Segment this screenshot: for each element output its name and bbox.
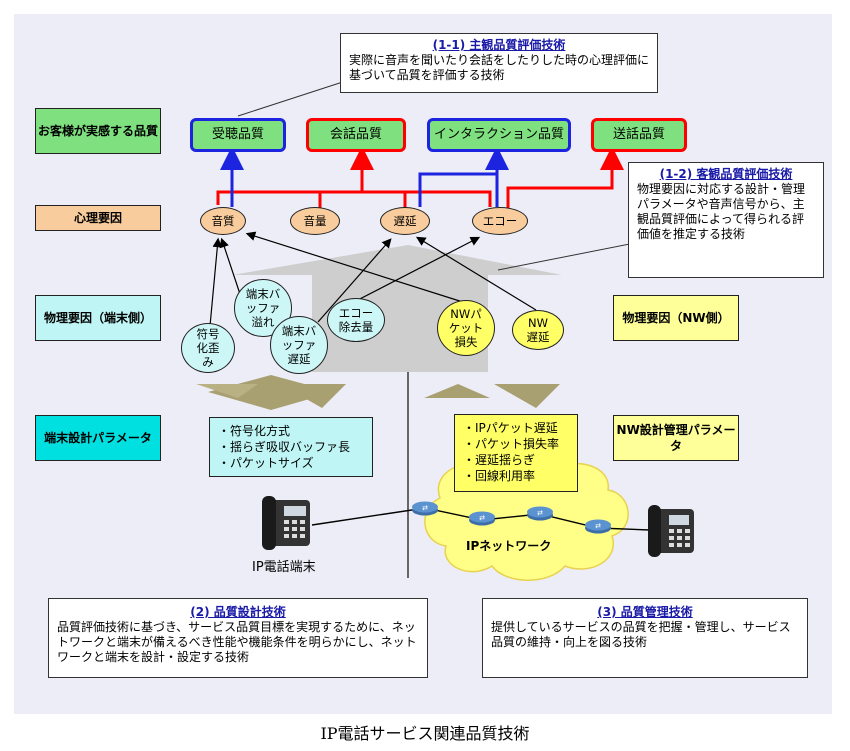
param-item: ・パケット損失率 [463,437,560,451]
row-label-physical-nw: 物理要因（NW側） [613,295,739,341]
psych-factor-sound-quality: 音質 [200,207,246,235]
svg-text:⇄: ⇄ [537,509,543,517]
param-item: ・回線利用率 [463,469,536,483]
triangle-marker [424,384,490,398]
router-icon: ⇄ [469,511,495,526]
callout-design: (2) 品質設計技術 品質評価技術に基づき、サービス品質目標を実現するために、ネ… [48,598,428,678]
factor-label: エコー除去量 [338,306,374,334]
psych-factor-delay: 遅延 [380,207,430,235]
nw-factor-delay: NW遅延 [512,310,564,350]
quality-box-listening: 受聴品質 [190,118,286,152]
router-icon: ⇄ [585,519,611,534]
factor-label: 端末バッファ溢れ [245,287,281,329]
callout-management: (3) 品質管理技術 提供しているサービスの品質を把握・管理し、サービス品質の維… [482,598,808,678]
triangle-marker [208,375,334,410]
terminal-factor-buffer-overflow: 端末バッファ溢れ [234,279,292,337]
row-label-terminal-params: 端末設計パラメータ [35,415,161,461]
router-icon: ⇄ [527,506,553,521]
quality-box-talking: 送話品質 [591,118,687,152]
callout-title: (3) 品質管理技術 [597,605,693,619]
param-item: ・揺らぎ吸収バッファ長 [218,440,351,454]
svg-text:⇄: ⇄ [422,504,428,512]
callout-body: 物理要因に対応する設計・管理パラメータや音声信号から、主観品質評価によって得られ… [637,182,806,241]
terminal-factor-buffer-delay: 端末バッファ遅延 [270,316,328,374]
svg-text:⇄: ⇄ [595,522,601,530]
callout-title: (1-1) 主観品質評価技術 [432,38,566,52]
param-item: ・パケットサイズ [218,456,314,470]
factor-label: 符号化歪み [196,327,220,369]
param-item: ・遅延揺らぎ [463,453,536,467]
triangle-marker [196,384,258,398]
callout-subjective: (1-1) 主観品質評価技術 実際に音声を聞いたり会話をしたりした時の心理評価に… [340,33,658,93]
callout-body: 実際に音声を聞いたり会話をしたりした時の心理評価に基づいて品質を評価する技術 [349,53,650,82]
nw-factor-packet-loss: NWパケット損失 [437,300,495,356]
row-label-physical-terminal: 物理要因（端末側） [35,295,161,341]
row-label-psychological: 心理要因 [35,205,161,231]
quality-box-interaction: インタラクション品質 [427,118,571,152]
callout-title: (2) 品質設計技術 [190,605,286,619]
svg-text:⇄: ⇄ [479,514,485,522]
quality-box-conversation: 会話品質 [306,118,406,152]
row-label-customer-quality: お客様が実感する品質 [35,108,161,154]
factor-label: NWパケット損失 [448,307,484,349]
telephone-icon [648,505,694,557]
callout-title: (1-2) 客観品質評価技術 [659,167,793,181]
router-icon: ⇄ [412,501,438,516]
callout-body: 提供しているサービスの品質を把握・管理し、サービス品質の維持・向上を図る技術 [491,620,791,649]
nw-param-list: ・IPパケット遅延 ・パケット損失率 ・遅延揺らぎ ・回線利用率 [454,414,578,492]
terminal-factor-coding-distortion: 符号化歪み [181,323,235,373]
param-item: ・符号化方式 [218,424,291,438]
param-item: ・IPパケット遅延 [463,421,558,435]
psych-factor-echo: エコー [472,207,528,235]
telephone-icon [262,496,310,550]
callout-objective: (1-2) 客観品質評価技術 物理要因に対応する設計・管理パラメータや音声信号か… [628,162,824,278]
diagram-title: IP電話サービス関連品質技術 [320,724,530,743]
triangle-marker [280,384,346,408]
ip-network-label: IPネットワーク [466,539,552,553]
triangle-marker [494,384,560,408]
factor-label: NW遅延 [526,316,550,344]
callout-body: 品質評価技術に基づき、サービス品質目標を実現するために、ネットワークと端末が備え… [57,620,417,664]
ip-phone-label: IP電話端末 [252,560,316,575]
terminal-factor-echo-cancel: エコー除去量 [327,298,385,342]
terminal-param-list: ・符号化方式 ・揺らぎ吸収バッファ長 ・パケットサイズ [209,417,373,477]
psych-factor-volume: 音量 [290,207,340,235]
row-label-nw-params: NW設計管理パラメータ [613,415,739,461]
factor-label: 端末バッファ遅延 [281,324,317,366]
